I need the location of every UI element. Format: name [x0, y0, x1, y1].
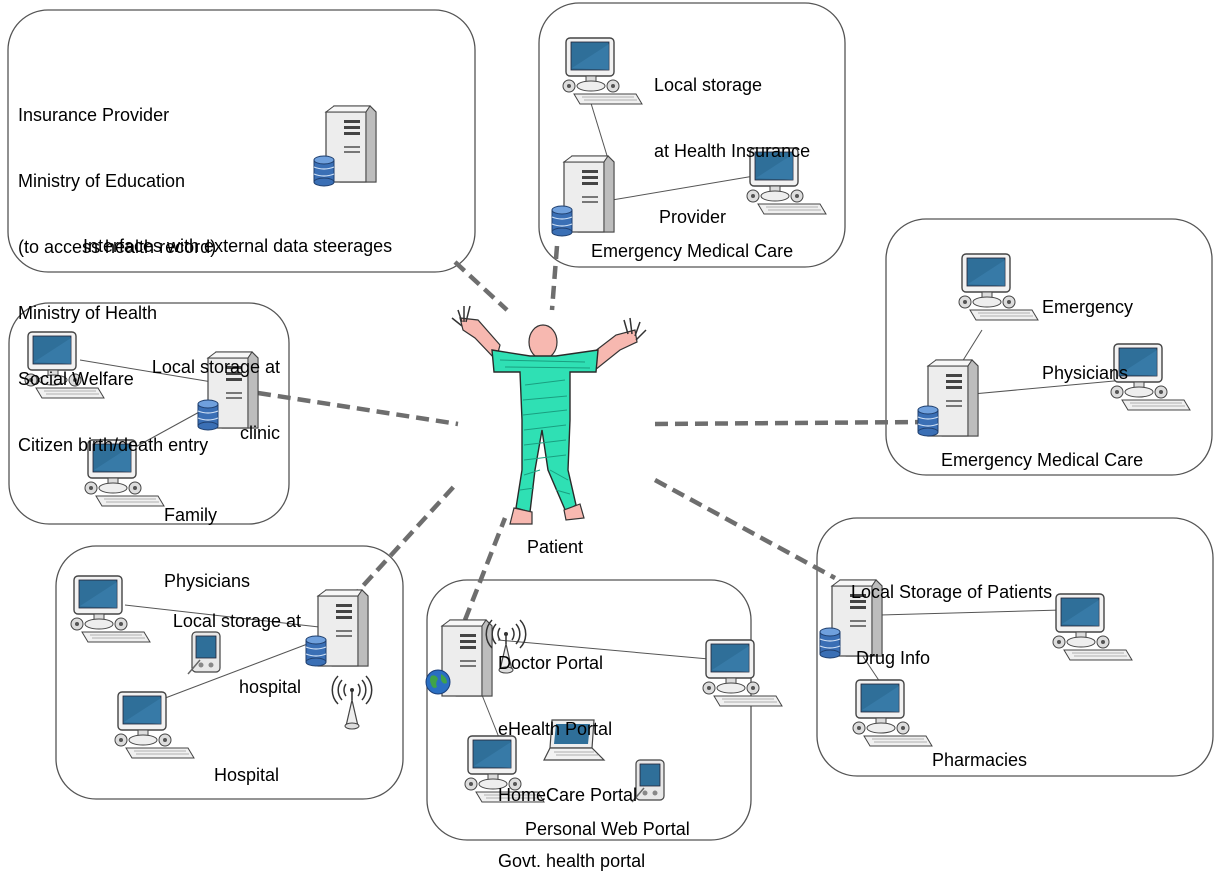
emergency-line: Physicians: [1042, 363, 1129, 383]
external-line: Social Welfare: [18, 369, 134, 389]
connector-hospital: [348, 480, 460, 602]
pharmacy-storage-label: Local Storage of Patients Drug Info: [851, 537, 1052, 691]
insurance-line: Local storage: [654, 75, 763, 95]
emergency-line: Emergency: [1042, 297, 1134, 317]
connector-emergency: [654, 419, 926, 427]
patient-figure: [451, 305, 647, 525]
pharmacy-line: Drug Info: [851, 648, 931, 668]
connector-pharmacy: [653, 478, 837, 580]
portal-list: Doctor Portal eHealth Portal HomeCare Po…: [498, 608, 645, 894]
hospital-storage-label: Local storage at hospital: [146, 566, 301, 720]
external-line: (to access health record): [18, 237, 217, 257]
external-line: Ministry of Education: [18, 171, 186, 191]
pharmacy-box: [816, 517, 1214, 777]
external-entities-list: Insurance Provider Ministry of Education…: [18, 60, 216, 478]
clinic-line: clinic: [239, 423, 280, 443]
portal-line: Govt. health portal: [498, 851, 646, 871]
connector-clinic: [257, 390, 459, 427]
pharmacy-line: Local Storage of Patients: [851, 582, 1053, 602]
pharmacy-caption: Pharmacies: [932, 750, 1028, 770]
insurance-box: [538, 2, 846, 268]
hospital-line: hospital: [238, 677, 301, 697]
external-caption: Interfaces with external data steerages: [83, 236, 393, 256]
clinic-caption: Family Physicians: [164, 460, 250, 614]
clinic-storage-label: Local storage at clinic: [112, 312, 280, 466]
external-line: Insurance Provider: [18, 105, 170, 125]
network-diagram: [7, 2, 1214, 841]
portal-line: eHealth Portal: [498, 719, 613, 739]
emergency-database-icon: [917, 405, 939, 437]
external-line: Citizen birth/death entry: [18, 435, 209, 455]
connector-external: [453, 260, 509, 312]
clinic-caption-line: Family: [164, 505, 217, 525]
clinic-line: Local storage at: [151, 357, 280, 377]
emergency-physicians-label: Emergency Physicians: [1042, 252, 1133, 406]
patient-connectors: [257, 245, 926, 621]
insurance-caption: Emergency Medical Care: [591, 241, 794, 261]
connector-portal: [462, 517, 508, 621]
insurance-line: at Health Insurance: [654, 141, 811, 161]
insurance-database-icon: [551, 205, 573, 237]
external-data-box: [7, 9, 476, 273]
hospital-database-icon: [305, 635, 327, 667]
external-line: Ministry of Health: [18, 303, 158, 323]
patient-label: Patient: [527, 537, 584, 557]
external-database-icon: [313, 155, 335, 187]
emergency-caption: Emergency Medical Care: [941, 450, 1144, 470]
hospital-line: Local storage at: [172, 611, 301, 631]
portal-globe-icon: [425, 669, 451, 695]
portal-line: Doctor Portal: [498, 653, 604, 673]
portal-computer-icon: [702, 639, 783, 707]
hospital-caption: Hospital: [214, 765, 280, 785]
connector-insurance: [549, 245, 560, 311]
insurance-storage-label: Local storage at Health Insurance Provid…: [654, 30, 810, 250]
insurance-line: Provider: [654, 207, 727, 227]
portal-line: HomeCare Portal: [498, 785, 638, 805]
portal-box: [426, 579, 752, 841]
pharmacy-database-icon: [819, 627, 841, 659]
portal-caption: Personal Web Portal: [525, 819, 690, 839]
clinic-caption-line: Physicians: [164, 571, 251, 591]
